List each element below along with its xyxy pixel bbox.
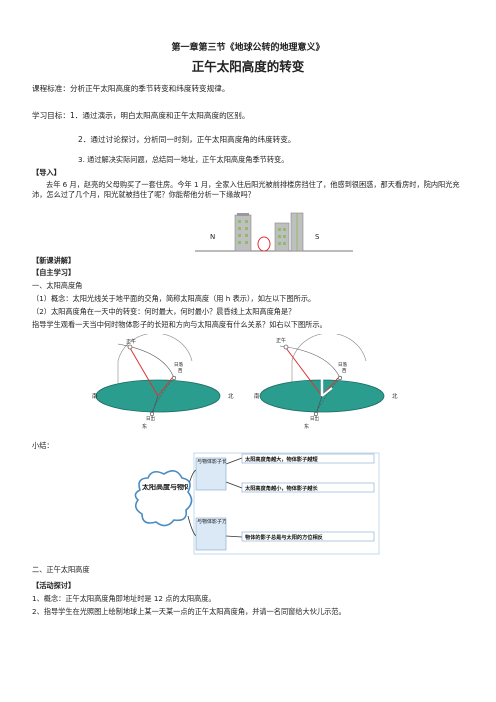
summary-mindmap: 太阳高度与物体影子 与物体影子长短的关系 与物体影子方位的关系 太阳高度角越大，… [134, 452, 380, 555]
south-label-right: 南 [254, 392, 260, 400]
sunrise-label-right: 日出 [310, 415, 319, 422]
result-3-text: 物体的影子总是与太阳的方位相反 [245, 533, 324, 541]
sun-path-left: 正午 日落 西 日出 东 南 北 [92, 334, 234, 430]
lesson-title: 正午太阳高度的转变 [191, 59, 305, 74]
south-label-left: 南 [92, 392, 98, 400]
section-2-title: 二、正午太阳高度 [32, 565, 90, 574]
sunset-label-left: 日落 [174, 361, 183, 368]
center-cloud [134, 470, 193, 527]
result-1-text: 太阳高度角越大，物体影子越短 [245, 455, 318, 463]
noon-sun-left [127, 344, 133, 350]
sun-path-diagrams: 正午 日落 西 日出 东 南 北 正午 日落 西 日出 东 南 北 [92, 334, 398, 430]
objective-2: 2．通过讨论探讨，分析同一时刻，正午太阳高度角的纬度转变。 [78, 135, 296, 144]
sunset-label-right: 日落 [338, 361, 347, 368]
noon-label-left: 正午 [126, 338, 136, 345]
daily-change-text: （2）太阳高度角在一天中的转变：何时最大，何时最小？晨昏线上太阳高度角是？ [32, 307, 296, 316]
shadow-right [321, 387, 333, 397]
result-2-text: 太阳高度角越小，物体影子越长 [245, 484, 318, 492]
new-lesson-heading: 【新课讲解】 [32, 256, 76, 265]
section-1-title: 一、太阳高度角 [32, 281, 83, 290]
branch-top-text: 与物体影子长短的关系 [197, 459, 226, 465]
summary-label: 小结： [32, 441, 54, 450]
section-2-item-2: 2、指导学生在光照图上绘制地球上某一天某一点的正午太阳高度角，并请一名同窗给大伙… [32, 607, 346, 616]
branch-bottom-text: 与物体影子方位的关系 [197, 519, 226, 525]
north-label: N [210, 233, 215, 241]
section-2-item-1: 1、概念：正午太阳高度角即地址时是 12 点的太阳高度。 [32, 594, 216, 603]
chapter-title: 第一章第三节《地球公转的地理意义》 [171, 43, 325, 53]
concept-text: （1）概念：太阳光线关于地平面的交角，简称太阳高度（用 h 表示），如左以下图所… [32, 294, 316, 303]
north-label-right: 北 [392, 392, 398, 400]
east-label-left: 东 [142, 423, 147, 430]
objective-1: 学习目标：1．通过演示，明白太阳高度和正午太阳高度的区别。 [32, 111, 250, 120]
result-1-box [241, 453, 375, 464]
rear-building [274, 222, 290, 252]
highlight-circle [257, 236, 271, 252]
center-cloud-text: 太阳高度与物体影子 [142, 484, 188, 491]
north-label-left: 北 [228, 392, 234, 400]
activity-heading: 【活动探讨】 [32, 581, 76, 590]
west-label-right: 西 [342, 368, 347, 374]
east-label-right: 东 [304, 423, 309, 430]
west-label-left: 西 [178, 368, 183, 374]
self-study-heading: 【自主学习】 [32, 268, 76, 277]
front-building [234, 214, 252, 252]
intro-paragraph: 去年 6 月，赵亮的父母购买了一套住房。今年 1 月，全家入住后阳光被前排楼房挡… [32, 180, 460, 199]
sun-path-right: 正午 日落 西 日出 东 南 北 [254, 334, 398, 430]
south-label: S [315, 233, 320, 241]
buildings-figure: N S [195, 212, 353, 252]
branch-bottom-box [195, 517, 227, 551]
sunrise-label-left: 日出 [146, 415, 155, 422]
result-3-box [241, 531, 375, 542]
guide-text: 指导学生观看一天当中何时物体影子的长短和方向与太阳高度有什么关系？如右以下图所示… [32, 320, 327, 329]
intro-heading: 【导入】 [32, 168, 61, 177]
result-2-box [241, 482, 375, 493]
noon-label-right: 正午 [276, 337, 286, 344]
branch-top-box [195, 457, 227, 491]
noon-sun-right [283, 344, 289, 350]
course-standard: 课程标准：分析正午太阳高度的季节转变和纬度转变规律。 [32, 84, 230, 93]
objective-3: 3. 通过解决实际问题，总结同一地址，正午太阳高度角季节转变。 [78, 155, 289, 164]
